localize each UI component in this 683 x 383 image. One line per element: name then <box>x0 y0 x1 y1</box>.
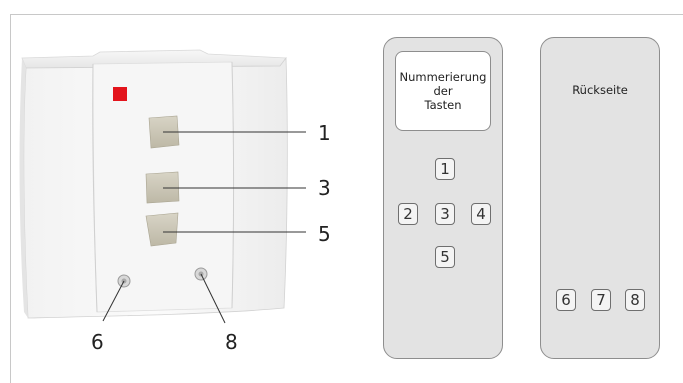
key-numbering-label: Nummerierung der Tasten <box>399 70 487 112</box>
button-5 <box>145 212 179 247</box>
callout-1: 1 <box>318 121 331 145</box>
button-3 <box>145 171 180 204</box>
plate-left-face <box>19 58 28 318</box>
remote-key-6: 6 <box>556 289 576 311</box>
callout-8: 8 <box>225 330 238 354</box>
remote-key-8: 8 <box>625 289 645 311</box>
center-panel-divider-left <box>92 63 98 313</box>
remote-back: Rückseite 6 7 8 <box>540 37 660 359</box>
leader-line-8 <box>200 273 226 324</box>
center-panel-divider-right <box>231 61 234 309</box>
callout-3: 3 <box>318 176 331 200</box>
callout-6: 6 <box>91 330 104 354</box>
frame-left-border <box>10 14 11 383</box>
back-side-label: Rückseite <box>572 83 628 97</box>
leader-line-6 <box>102 280 125 322</box>
frame-top-border <box>10 14 683 15</box>
remote-key-4: 4 <box>471 203 491 225</box>
remote-key-5: 5 <box>435 246 455 268</box>
callout-5: 5 <box>318 222 331 246</box>
remote-key-7: 7 <box>591 289 611 311</box>
remote-label-window: Nummerierung der Tasten <box>395 51 491 131</box>
remote-key-1: 1 <box>435 158 455 180</box>
remote-front: Nummerierung der Tasten 1 2 3 4 5 <box>383 37 503 359</box>
indicator-led <box>113 87 127 101</box>
remote-key-2: 2 <box>398 203 418 225</box>
remote-key-3: 3 <box>435 203 455 225</box>
